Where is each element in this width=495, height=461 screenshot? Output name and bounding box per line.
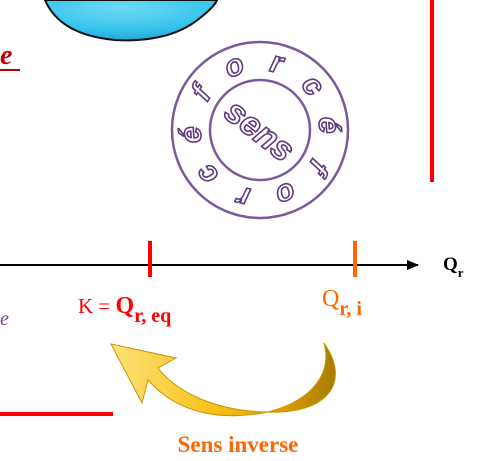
sens-inverse-caption: Sens inverse bbox=[178, 432, 299, 457]
badge-inner-circle bbox=[208, 78, 312, 182]
blue-sphere bbox=[43, 0, 219, 42]
badge-ring-letter: é bbox=[312, 116, 346, 135]
inverse-curved-arrow bbox=[110, 342, 336, 417]
qri-label: Qr, i bbox=[322, 286, 362, 320]
fragment-top-left: e bbox=[0, 40, 12, 71]
k-equals-qreq-label: K = Qr, eq bbox=[78, 293, 171, 327]
badge-ring-letter: é bbox=[174, 125, 208, 144]
axis-label: Qr bbox=[443, 254, 464, 280]
fragment-left: e bbox=[0, 308, 9, 330]
